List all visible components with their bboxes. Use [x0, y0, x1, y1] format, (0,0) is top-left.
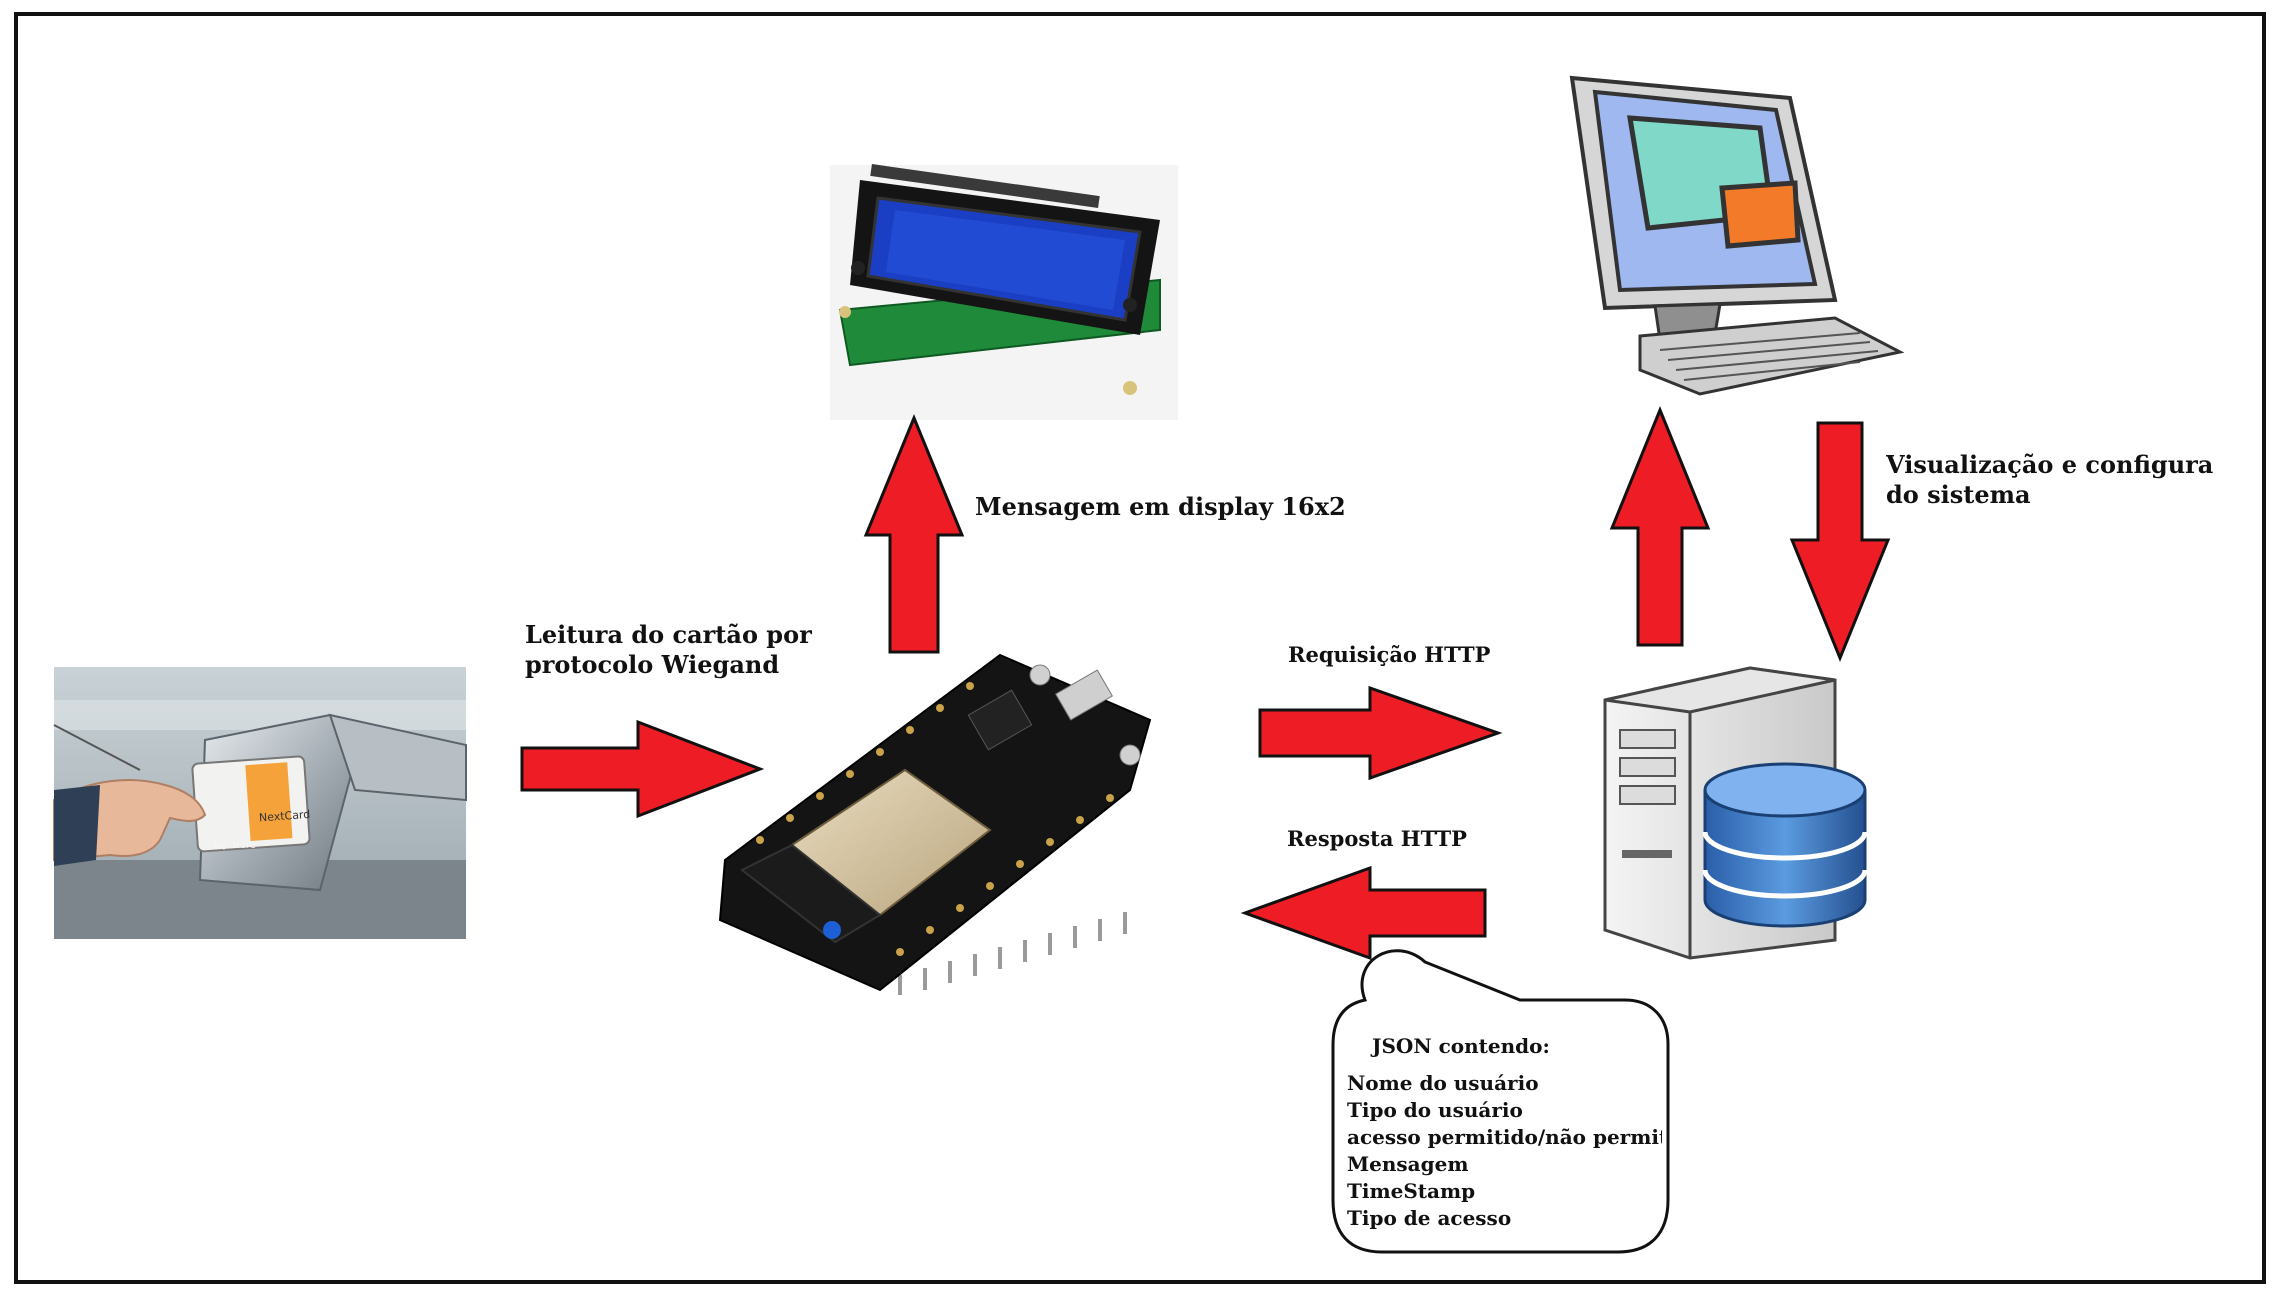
card-reading-label: Leitura do cartão por protocolo Wiegand: [525, 620, 812, 679]
computer-monitor-icon: [1569, 75, 1905, 396]
json-bubble-list: Nome do usuário Tipo do usuário acesso p…: [1347, 1070, 1662, 1232]
arrow-monitor-to-server: [1789, 421, 1891, 662]
json-bubble-shape: [1331, 949, 1670, 1254]
json-bubble-title: JSON contendo:: [1372, 1034, 1550, 1058]
svg-text:Tap Here: Tap Here: [211, 840, 256, 851]
json-field-user-type: Tipo do usuário: [1347, 1098, 1523, 1122]
lcd-display-photo: [830, 164, 1178, 420]
arrow-board-to-lcd: [863, 414, 965, 654]
json-field-user-name: Nome do usuário: [1347, 1071, 1539, 1095]
keyboard-icon: [1638, 316, 1905, 396]
access-card: NextCard Tap Here: [191, 755, 311, 853]
hand: [53, 779, 207, 866]
wifi-module: [740, 768, 992, 944]
json-field-message: Mensagem: [1347, 1152, 1469, 1176]
system-config-label: Visualização e configuraçã do sistema: [1886, 450, 2214, 509]
arrow-response: [1240, 865, 1487, 961]
esp32-board-photo: [700, 622, 1228, 1012]
http-request-label: Requisição HTTP: [1288, 642, 1491, 667]
arrow-server-to-monitor: [1609, 406, 1711, 647]
svg-text:NextCard: NextCard: [259, 808, 311, 825]
json-field-access-type: Tipo de acesso: [1347, 1206, 1512, 1230]
arrow-request: [1258, 685, 1503, 781]
json-field-timestamp: TimeStamp: [1347, 1179, 1476, 1203]
arrow-card-to-board: [520, 719, 765, 819]
display-message-label: Mensagem em display 16x2: [975, 492, 1346, 521]
http-response-label: Resposta HTTP: [1287, 826, 1467, 851]
json-field-access: acesso permitido/não permit: [1347, 1125, 1662, 1149]
diagram-frame: [14, 12, 2266, 1284]
database-icon: [1702, 762, 1868, 928]
card-reader-photo: NextCard Tap Here: [53, 667, 467, 939]
